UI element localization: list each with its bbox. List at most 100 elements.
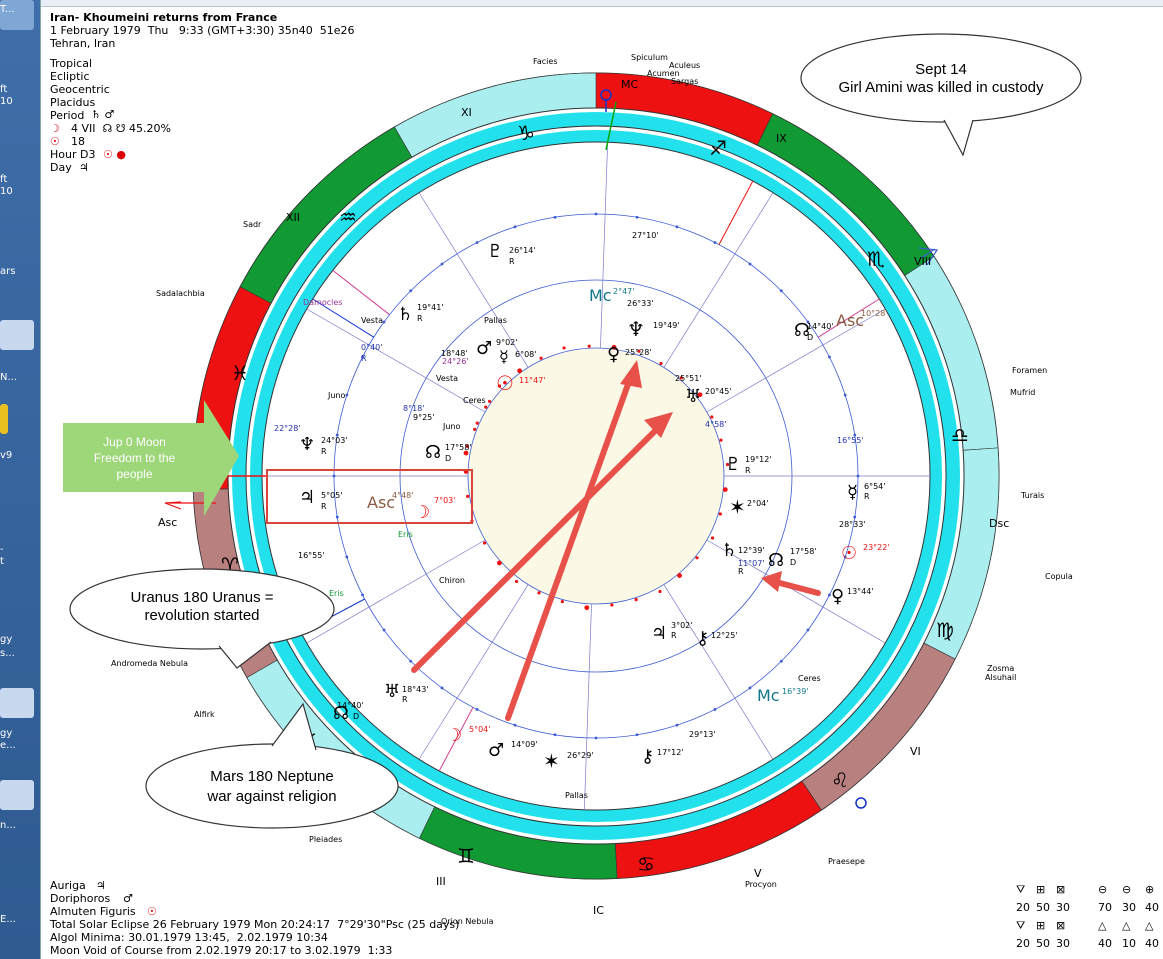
angle-mc: MC — [621, 78, 638, 91]
desktop-icon[interactable] — [0, 780, 34, 810]
degree-dot — [853, 433, 857, 437]
degree-dot — [409, 289, 413, 293]
desktop-label: 10 — [0, 186, 13, 197]
chart-wheel[interactable]: Asc MC IC Dsc XI IX XII VIII III V VI ♑ … — [41, 0, 1163, 959]
aspect-dot — [611, 344, 617, 350]
node-transit-direct-right: D — [807, 333, 813, 342]
transit-cusp-line — [718, 180, 754, 245]
node-transit-degree: 14°40' — [337, 701, 364, 710]
aspect-dot — [514, 579, 519, 584]
stats-value: 30 — [1056, 901, 1070, 914]
moon-transit-degree: 7°03' — [434, 496, 455, 505]
star-pleiades: Pleiades — [309, 835, 342, 844]
desktop-icon[interactable] — [0, 404, 8, 434]
deg-29-13: 29°13' — [689, 730, 716, 739]
juno-natal: Juno — [442, 422, 461, 431]
sept14-line2: Girl Amini was killed in custody — [838, 79, 1044, 96]
period-symbols: ♄ ♂ — [91, 108, 115, 121]
star-andromeda: Andromeda Nebula — [111, 659, 188, 668]
house-label-v: V — [754, 867, 762, 880]
desktop-label: n... — [0, 820, 16, 831]
scorpio-icon: ♏ — [867, 247, 885, 271]
hour-label: Hour D3 — [50, 148, 96, 161]
vesta-transit-degree: 0°40' — [361, 343, 382, 352]
desktop-icon-top[interactable] — [0, 0, 34, 30]
mars-natal-icon-2: ♂ — [488, 740, 504, 761]
degree-dot — [475, 708, 479, 711]
star-mufrid: Mufrid — [1010, 388, 1035, 397]
degree-dot — [553, 733, 557, 737]
degree-dot — [332, 474, 336, 478]
pluto-natal-retro: R — [745, 466, 751, 475]
desktop-label: T... — [0, 4, 15, 15]
house-cusp-line — [306, 308, 486, 413]
mc-natal-label: Mc — [589, 286, 612, 305]
house-lines — [262, 142, 930, 810]
neptune-transit-icon: ♆ — [299, 434, 315, 455]
stats-value: 10 — [1122, 937, 1136, 950]
star-alfirk: Alfirk — [194, 710, 215, 719]
deg-16-55-right: 16°55' — [837, 436, 864, 445]
deg-24-26: 24°26' — [442, 357, 469, 366]
desktop-label: N... — [0, 372, 18, 383]
pluto-natal-degree: 19°12' — [745, 455, 772, 464]
uranus-cloud — [69, 568, 335, 669]
chart-datetime: 1 February 1979 Thu 9:33 (GMT+3:30) 35n4… — [50, 24, 355, 37]
uranus-natal-degree: 20°45' — [705, 387, 732, 396]
desktop-icon[interactable] — [0, 320, 34, 350]
desc-natal-degree-2: 26°29' — [567, 751, 594, 760]
transit-cusp-line — [332, 269, 390, 316]
jupiter-moon-highlight-box — [266, 469, 473, 524]
degree-dot — [475, 241, 479, 244]
libra-icon: ♎ — [951, 423, 969, 447]
angle-dsc: Dsc — [989, 517, 1009, 530]
asc-transit-degree: 4°48' — [392, 491, 413, 500]
angle-ic: IC — [593, 904, 604, 917]
neptune-transit-retro: R — [321, 447, 327, 456]
jup-moon-line1: Jup 0 Moon — [103, 435, 166, 449]
aspect-dot — [710, 415, 714, 419]
star-sargas: Sargas — [671, 77, 698, 86]
house-cusp-line — [663, 192, 774, 368]
deg-27-10: 27°10' — [632, 231, 659, 240]
degree-dot — [513, 225, 517, 229]
star-copula: Copula — [1045, 572, 1073, 581]
star-praesepe: Praesepe — [828, 857, 865, 866]
aspect-dots — [332, 212, 860, 740]
node-transit-degree-right: 14°40' — [807, 322, 834, 331]
stats-value: 50 — [1036, 937, 1050, 950]
degree-dot — [856, 474, 860, 478]
degree-dot — [635, 733, 639, 737]
desktop-icon[interactable] — [0, 688, 34, 718]
chiron-natal-icon: ⚷ — [696, 628, 709, 649]
chart-window[interactable]: Iran- Khoumeini returns from France 1 Fe… — [40, 0, 1163, 959]
stats-value: 30 — [1056, 937, 1070, 950]
mercury-natal-degree: 6°08' — [515, 350, 536, 359]
sun-natal-degree: 11°47' — [519, 376, 546, 385]
aspect-dot — [695, 556, 699, 560]
star-sadr: Sadr — [243, 220, 262, 229]
stats-icon: △ — [1145, 919, 1154, 932]
saturn-arrowhead — [761, 571, 782, 592]
deg-8-18: 8°18' — [403, 404, 424, 413]
desktop-label: v9 — [0, 450, 13, 461]
algol-line: Algol Minima: 30.01.1979 13:45, 2.02.197… — [50, 931, 328, 944]
sun-transit-icon: ☉ — [841, 543, 857, 564]
uranus-arrowhead — [644, 412, 673, 438]
pluto-natal-icon: ♇ — [725, 454, 741, 475]
setting-coords: Ecliptic — [50, 70, 90, 83]
pluto-transit-retro: R — [509, 257, 515, 266]
degree-dot — [806, 628, 810, 632]
desktop-strip: T... ft 10 ft 10 ars N... v9 - t gy s...… — [0, 0, 40, 959]
desktop-label: E... — [0, 914, 16, 925]
transit-cusp-line — [312, 298, 375, 338]
house-cusp-line — [306, 539, 486, 644]
chart-title: Iran- Khoumeini returns from France — [50, 11, 278, 24]
house-label-ix: IX — [776, 132, 787, 145]
moon-natal-degree: 5°04' — [469, 725, 490, 734]
aspect-dot — [465, 444, 469, 448]
sagittarius-icon: ♐ — [709, 136, 727, 160]
sun-line: 18 — [71, 135, 85, 148]
desktop-label: 10 — [0, 96, 13, 107]
degree-dot — [806, 320, 810, 324]
